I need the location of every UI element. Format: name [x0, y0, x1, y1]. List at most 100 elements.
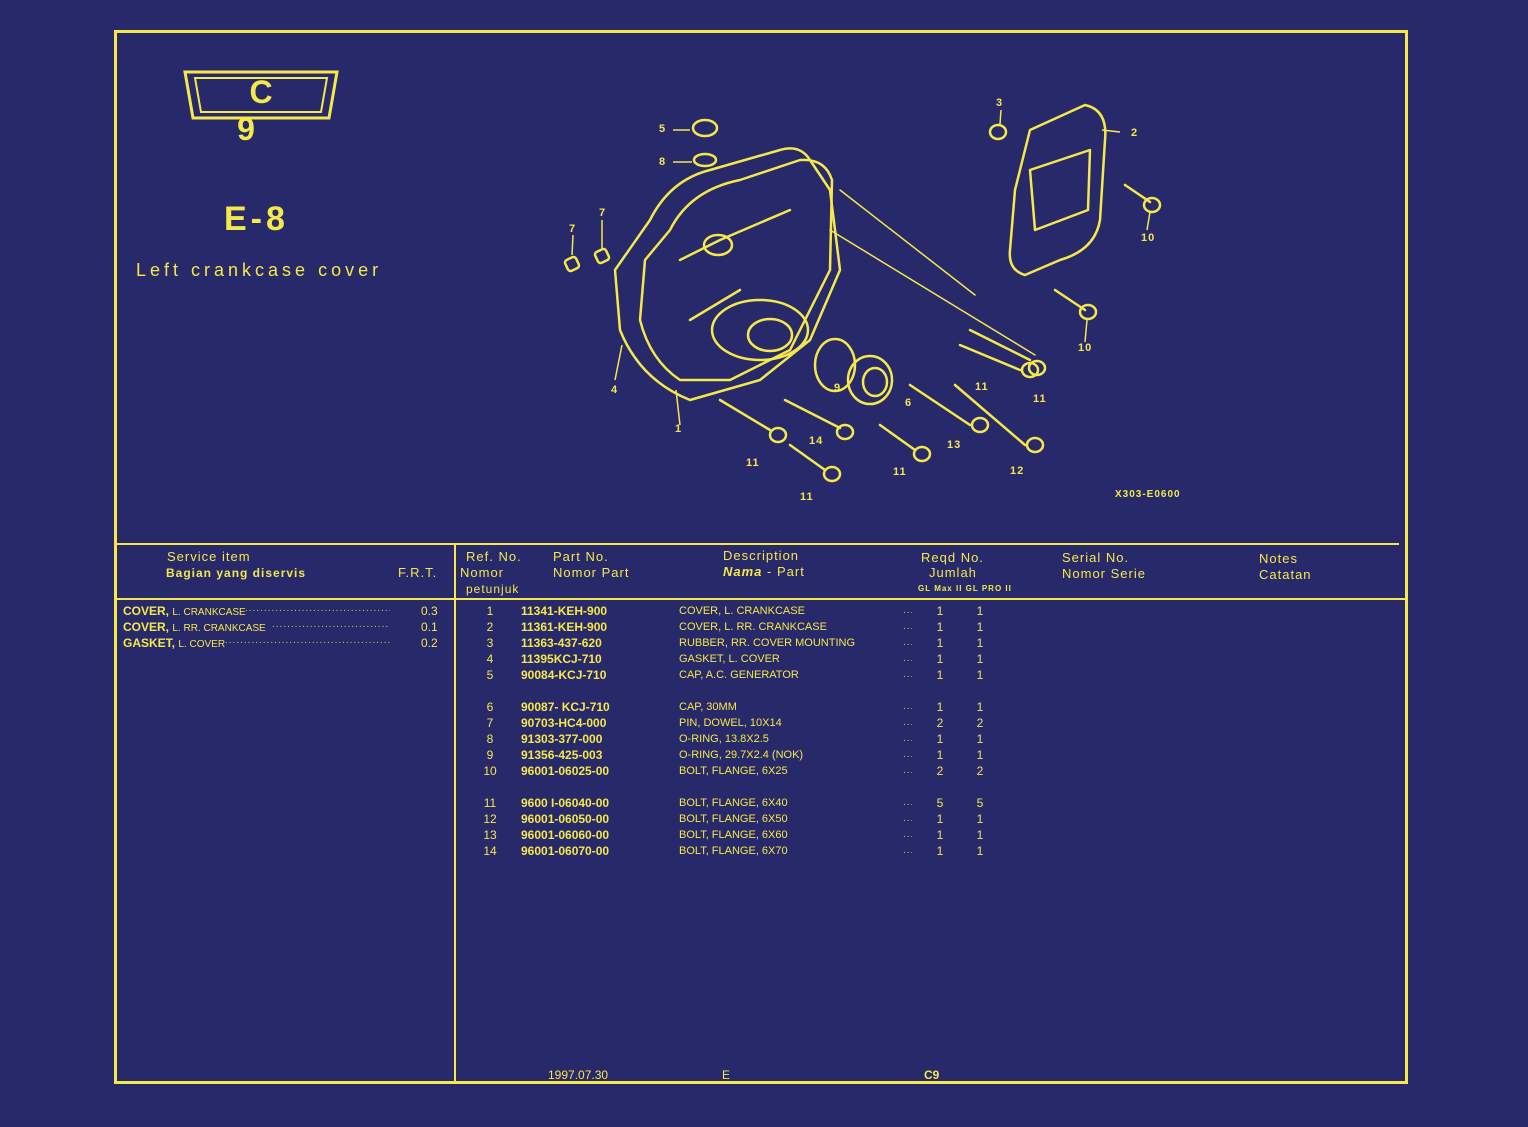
part-description: COVER, L. CRANKCASE: [679, 605, 805, 617]
qty-gl-max: 1: [936, 748, 944, 762]
service-item-frt: 0.1: [421, 620, 438, 634]
part-description: PIN, DOWEL, 10X14: [679, 717, 782, 729]
part-description: BOLT, FLANGE, 6X70: [679, 845, 788, 857]
callout-11: 11: [746, 457, 760, 469]
qty-gl-max: 1: [936, 604, 944, 618]
qty-header: Reqd No.: [921, 550, 984, 565]
part-header: Part No.: [553, 549, 609, 564]
leader-dots: ........................................…: [225, 635, 390, 646]
callout-14: 14: [809, 435, 824, 447]
section-tag-badge: [183, 70, 339, 120]
ref-header-sub2: petunjuk: [466, 582, 520, 596]
qty-gl-pro: 1: [976, 652, 984, 666]
leader-dots: ...................................: [903, 717, 912, 728]
qty-gl-pro: 1: [976, 812, 984, 826]
service-header-title: Service item: [167, 549, 251, 564]
section-title: Left crankcase cover: [136, 260, 383, 280]
callout-11: 11: [800, 491, 814, 503]
qty-header-sub: Jumlah: [929, 565, 977, 580]
part-number: 11361-KEH-900: [521, 620, 608, 634]
qty-gl-max: 5: [936, 796, 944, 810]
rear-cover-shape: [1008, 103, 1107, 277]
ref-number: 4: [486, 652, 494, 666]
part-number: 90087- KCJ-710: [521, 700, 610, 714]
footer-page: C9: [924, 1068, 940, 1082]
section-tag: C 9: [237, 74, 303, 147]
part-number: 90084-KCJ-710: [521, 668, 607, 682]
service-header-subtitle: Bagian yang diservis: [166, 566, 307, 580]
leader-dots: ...................................: [903, 653, 912, 664]
qty-gl-max: 1: [936, 668, 944, 682]
leader-dots: ...................................: [903, 637, 912, 648]
leader-dots: ...................................: [903, 701, 912, 712]
part-description: COVER, L. RR. CRANKCASE: [679, 621, 827, 633]
frt-header: F.R.T.: [398, 565, 438, 580]
ref-number: 6: [486, 700, 494, 714]
ref-number: 11: [483, 796, 497, 810]
part-number: 90703-HC4-000: [521, 716, 607, 730]
callout-11: 11: [893, 466, 907, 478]
ref-number: 2: [486, 620, 494, 634]
callout-2: 2: [1131, 127, 1139, 139]
leader-dots: ...................................: [903, 605, 912, 616]
qty-gl-pro: 1: [976, 636, 984, 650]
table-top-rule: [116, 543, 1399, 545]
ref-number: 5: [486, 668, 494, 682]
description-header: Description: [723, 548, 800, 563]
ref-number: 10: [483, 764, 497, 778]
leader-dots: ........................................…: [245, 603, 390, 614]
qty-gl-max: 1: [936, 636, 944, 650]
qty-model-labels: GL Max II GL PRO II: [918, 584, 1012, 593]
ref-number: 9: [486, 748, 494, 762]
crankcase-cover-shape: [638, 158, 834, 382]
callout-11: 11: [975, 381, 989, 393]
service-item: COVER, L. RR. CRANKCASE: [123, 620, 266, 634]
part-description: BOLT, FLANGE, 6X40: [679, 797, 788, 809]
ref-number: 14: [483, 844, 497, 858]
qty-gl-pro: 1: [976, 732, 984, 746]
ref-number: 7: [486, 716, 494, 730]
part-number: 11395KCJ-710: [521, 652, 602, 666]
section-code: E-8: [224, 200, 289, 238]
part-description: BOLT, FLANGE, 6X25: [679, 765, 788, 777]
ref-number: 8: [486, 732, 494, 746]
part-description: BOLT, FLANGE, 6X50: [679, 813, 788, 825]
service-item: GASKET, L. COVER: [123, 636, 226, 650]
callout-1: 1: [675, 423, 683, 435]
qty-gl-pro: 1: [976, 844, 984, 858]
part-description: O-RING, 13.8X2.5: [679, 733, 769, 745]
qty-gl-max: 1: [936, 812, 944, 826]
callout-4: 4: [611, 384, 619, 396]
qty-gl-max: 1: [936, 700, 944, 714]
ref-number: 12: [483, 812, 497, 826]
serial-header-sub: Nomor Serie: [1062, 566, 1146, 581]
part-number: 96001-06025-00: [521, 764, 610, 778]
part-number: 91303-377-000: [521, 732, 603, 746]
callout-3: 3: [996, 97, 1004, 109]
part-description: CAP, 30MM: [679, 701, 737, 713]
leader-dots: ...................................: [903, 845, 912, 856]
leader-dots: ...................................: [903, 765, 912, 776]
part-number: 96001-06060-00: [521, 828, 610, 842]
service-item-frt: 0.3: [421, 604, 438, 618]
ref-header: Ref. No.: [466, 549, 522, 564]
part-number: 91356-425-003: [521, 748, 603, 762]
ref-number: 3: [486, 636, 494, 650]
qty-gl-pro: 1: [976, 668, 984, 682]
qty-gl-max: 2: [936, 716, 944, 730]
leader-dots: ...................................: [903, 749, 912, 760]
qty-gl-pro: 1: [976, 604, 984, 618]
callout-13: 13: [947, 439, 962, 451]
service-item: COVER, L. CRANKCASE: [123, 604, 246, 618]
notes-header-sub: Catatan: [1259, 567, 1312, 582]
qty-gl-max: 1: [936, 620, 944, 634]
